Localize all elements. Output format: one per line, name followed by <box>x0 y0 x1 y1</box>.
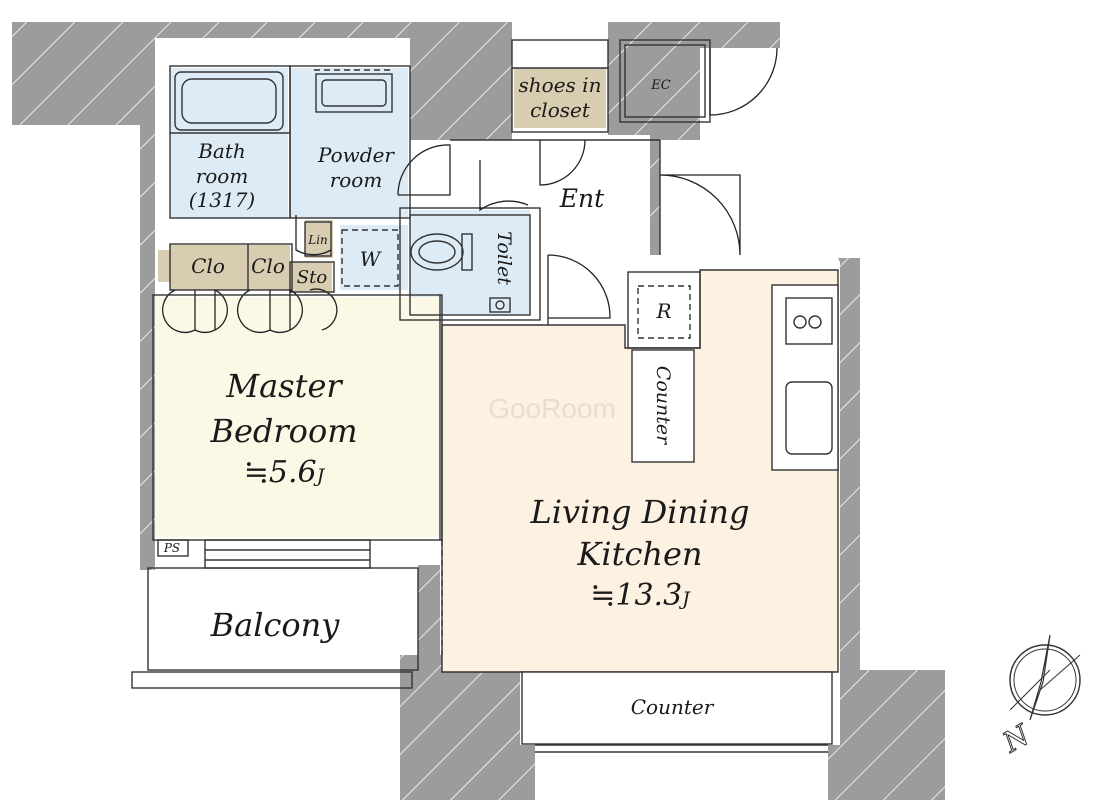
washer-label: W <box>360 247 382 271</box>
ldk-unit: J <box>678 588 691 610</box>
master-bedroom-unit: J <box>313 465 326 487</box>
ec-label: EC <box>650 78 670 93</box>
shoes-closet-label-1: shoes in <box>519 73 602 97</box>
ldk-area: ≒13.3 <box>590 578 682 613</box>
counter-vertical-label: Counter <box>652 366 674 446</box>
master-bedroom-label-2: Bedroom <box>209 412 357 450</box>
shoes-closet-label-2: closet <box>530 98 591 122</box>
ps-label: PS <box>163 541 180 555</box>
powder-room-label-2: room <box>330 168 383 192</box>
powder-room-label-1: Powder <box>317 143 395 167</box>
interior-walls <box>131 39 839 753</box>
refrigerator-label: R <box>655 299 671 323</box>
closet-label-1: Clo <box>191 254 225 278</box>
watermark: GooRoom <box>488 393 616 424</box>
bathroom-label-1: Bath <box>197 139 246 163</box>
room-fills <box>155 68 838 672</box>
closet-label-2: Clo <box>251 254 285 278</box>
exterior-walls <box>12 22 945 800</box>
compass-icon: N <box>996 634 1081 760</box>
svg-text:≒5.6J: ≒5.6J <box>244 455 326 490</box>
counter-bottom-label: Counter <box>631 695 715 719</box>
bathroom-label-2: room <box>196 164 249 188</box>
linen-label: Lin <box>307 233 328 247</box>
balcony-label: Balcony <box>210 606 341 644</box>
master-bedroom-label-1: Master <box>225 367 343 405</box>
entrance-label: Ent <box>559 184 605 213</box>
master-bedroom-area: ≒5.6 <box>244 455 317 490</box>
bathroom-label-3: (1317) <box>189 188 256 212</box>
doors <box>295 47 778 319</box>
ldk-label-2: Kitchen <box>576 535 702 573</box>
toilet-label: Toilet <box>493 231 515 285</box>
ldk-label-1: Living Dining <box>530 493 750 531</box>
storage-label: Sto <box>297 267 328 288</box>
room-labels: Bath room (1317) Powder room shoes in cl… <box>163 73 750 719</box>
svg-text:≒13.3J: ≒13.3J <box>590 578 691 613</box>
compass-north-label: N <box>997 718 1037 760</box>
